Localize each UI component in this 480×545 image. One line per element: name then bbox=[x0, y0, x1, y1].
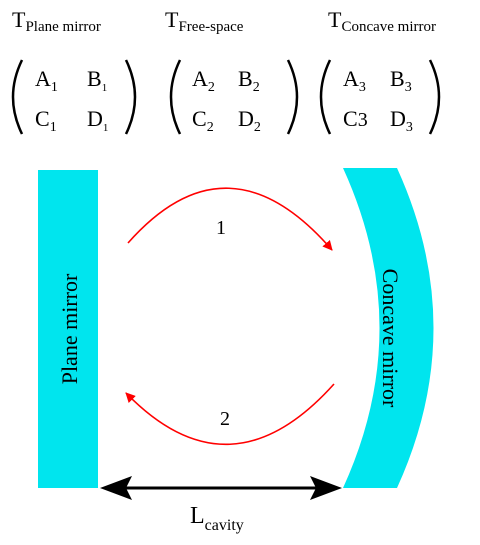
cavity-length-label: Lcavity bbox=[190, 503, 244, 534]
matrix-free-d: D2 bbox=[238, 106, 261, 135]
matrix-free-space: TFree-space A2 B2 C2 D2 bbox=[165, 7, 299, 135]
return-ray-arrow bbox=[125, 383, 335, 446]
matrix-concave-left-bracket bbox=[319, 59, 332, 135]
matrix-free-a: A2 bbox=[192, 66, 215, 95]
matrix-free-title: TFree-space bbox=[165, 7, 244, 35]
plane-mirror-label: Plane mirror bbox=[57, 273, 82, 384]
return-ray-label: 2 bbox=[220, 408, 230, 430]
matrix-concave-a: A3 bbox=[343, 66, 366, 95]
matrix-plane-title: TPlane mirror bbox=[12, 7, 101, 35]
matrix-concave-b: B3 bbox=[390, 66, 412, 95]
matrix-concave-right-bracket bbox=[428, 59, 441, 135]
cavity-length-arrow bbox=[100, 476, 342, 500]
plane-mirror bbox=[38, 170, 98, 488]
concave-mirror bbox=[343, 168, 434, 488]
matrix-plane-mirror: TPlane mirror A1 B1 C1 D1 bbox=[11, 7, 137, 135]
matrix-plane-c: C1 bbox=[35, 106, 57, 135]
matrix-plane-b: B1 bbox=[87, 66, 107, 94]
matrix-concave-mirror: TConcave mirror A3 B3 C3 D3 bbox=[319, 7, 441, 135]
matrix-concave-c: C3 bbox=[343, 106, 368, 131]
forward-ray-label: 1 bbox=[216, 217, 226, 239]
matrix-free-right-bracket bbox=[286, 59, 299, 135]
matrix-plane-a: A1 bbox=[35, 66, 58, 95]
matrix-plane-right-bracket bbox=[124, 59, 137, 135]
matrix-free-left-bracket bbox=[169, 59, 182, 135]
forward-ray-arrow bbox=[127, 187, 333, 251]
matrix-plane-left-bracket bbox=[11, 59, 24, 135]
matrix-concave-d: D3 bbox=[390, 106, 413, 135]
matrix-free-b: B2 bbox=[238, 66, 260, 95]
matrix-concave-title: TConcave mirror bbox=[328, 7, 436, 35]
concave-mirror-label: Concave mirror bbox=[378, 269, 403, 408]
matrix-free-c: C2 bbox=[192, 106, 214, 135]
matrix-plane-d: D1 bbox=[87, 106, 108, 134]
